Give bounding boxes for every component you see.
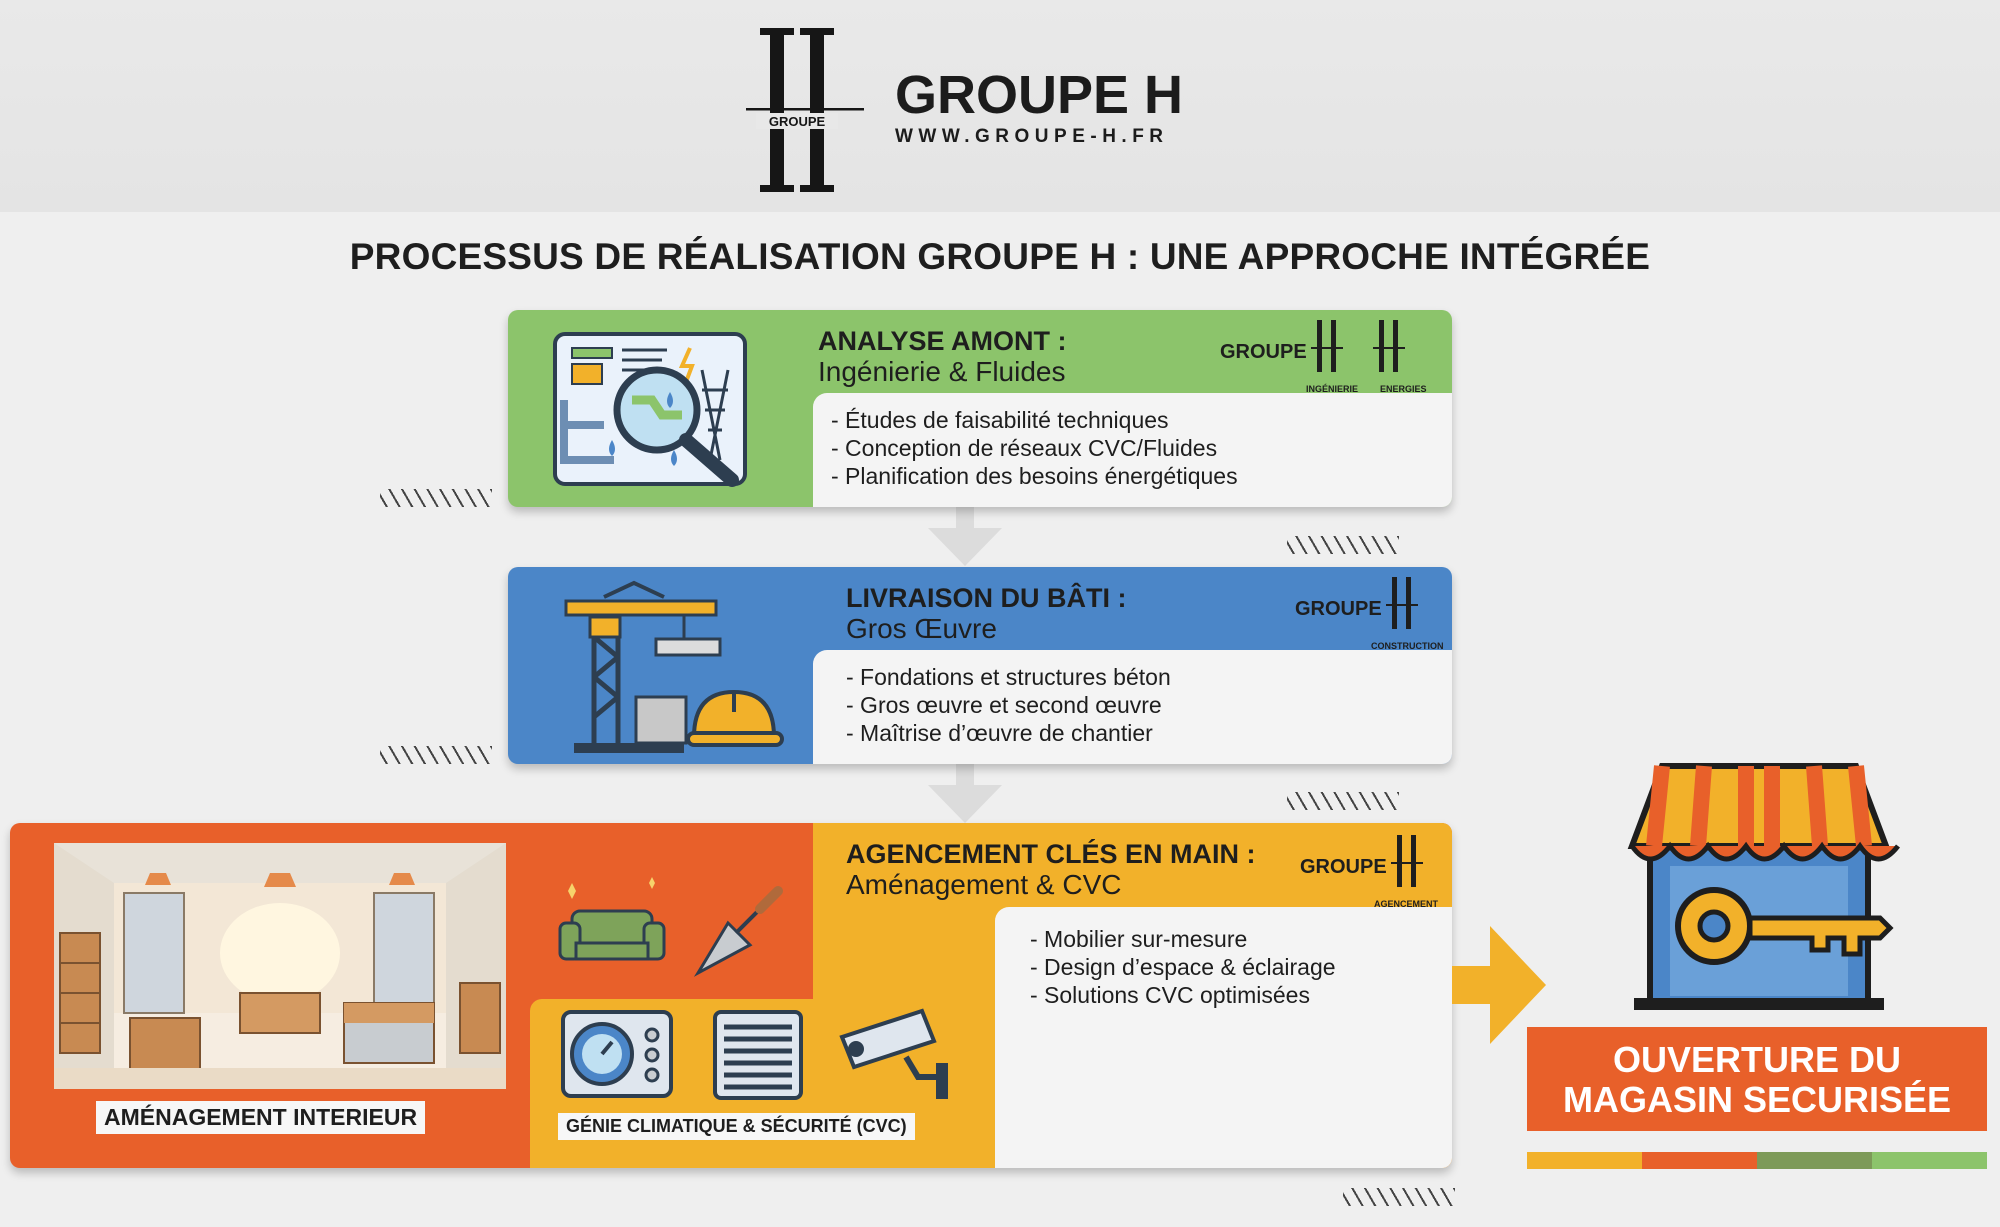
list-item: - Maîtrise d’œuvre de chantier [846, 720, 1153, 746]
list-item: - Études de faisabilité techniques [831, 407, 1169, 433]
brand-url[interactable]: WWW.GROUPE-H.FR [895, 126, 1169, 147]
list-item: - Design d’espace & éclairage [1030, 954, 1336, 980]
step-title: LIVRAISON DU BÂTI : [846, 583, 1127, 613]
groupe-h-ingenierie-logo: GROUPE INGÉNIERIE ENERGIES [1220, 318, 1427, 394]
hatch-decoration [1343, 1188, 1455, 1206]
interior-label: AMÉNAGEMENT INTERIEUR [96, 1101, 426, 1134]
groupe-h-logo-icon: GROUPE [746, 28, 864, 192]
step-bullets: - Études de faisabilité techniques - Con… [831, 406, 1238, 490]
hatch-decoration [380, 746, 492, 764]
groupe-h-agencement-logo: GROUPE AGENCEMENT [1300, 833, 1438, 909]
step-subtitle: Aménagement & CVC [846, 869, 1122, 900]
page-title: PROCESSUS DE RÉALISATION GROUPE H : UNE … [349, 236, 1651, 277]
list-item: - Gros œuvre et second œuvre [846, 692, 1162, 718]
list-item: - Conception de réseaux CVC/Fluides [831, 435, 1218, 461]
right-arrow-icon [1452, 926, 1546, 1044]
step-title: AGENCEMENT CLÉS EN MAIN : [846, 839, 1256, 869]
brand-name: GROUPE H [895, 65, 1184, 125]
groupe-h-logo-icon [1372, 320, 1405, 372]
store-key-icon [1627, 763, 1900, 1010]
step-subtitle: Gros Œuvre [846, 613, 997, 644]
color-segment [1872, 1152, 1987, 1169]
svg-text:GROUPE: GROUPE [769, 114, 826, 129]
hatch-decoration [1287, 536, 1399, 554]
security-camera-icon [839, 1008, 948, 1099]
step-bullets: - Mobilier sur-mesure - Design d’espace … [1030, 925, 1336, 1009]
list-item: - Solutions CVC optimisées [1030, 982, 1310, 1008]
step-bullets: - Fondations et structures béton - Gros … [846, 663, 1171, 747]
step-details-panel [813, 393, 1452, 507]
groupe-h-logo-icon [1310, 320, 1343, 372]
step-livraison-bati: LIVRAISON DU BÂTI : Gros Œuvre GROUPE CO… [508, 567, 1452, 764]
groupe-h-logo-icon [1385, 577, 1418, 629]
color-segment [1527, 1152, 1642, 1169]
color-segment [1642, 1152, 1757, 1169]
blueprint-magnifier-icon [553, 332, 747, 487]
hvac-label: GÉNIE CLIMATIQUE & SÉCURITÉ (CVC) [558, 1113, 915, 1140]
color-segment [1757, 1152, 1872, 1169]
list-item: - Planification des besoins énergétiques [831, 463, 1238, 489]
hatch-decoration [1287, 792, 1399, 810]
thermostat-icon [561, 1010, 673, 1098]
step-analyse-amont: ANALYSE AMONT : Ingénierie & Fluides GRO… [508, 310, 1452, 507]
step-details-panel [813, 650, 1452, 764]
down-arrow-icon [928, 763, 1002, 823]
hatch-decoration [380, 489, 492, 507]
list-item: - Fondations et structures béton [846, 664, 1171, 690]
step-subtitle: Ingénierie & Fluides [818, 356, 1066, 387]
crane-helmet-icon [564, 580, 784, 753]
step-details-panel [995, 907, 1452, 1168]
outcome-label: OUVERTURE DU MAGASIN SECURISÉE [1527, 1027, 1987, 1131]
trowel-icon [693, 886, 783, 977]
outcome-color-bar [1527, 1152, 1987, 1169]
groupe-h-construction-logo: GROUPE CONSTRUCTION [1295, 575, 1444, 651]
down-arrow-icon [928, 506, 1002, 566]
list-item: - Mobilier sur-mesure [1030, 926, 1248, 952]
header-band [0, 0, 2000, 212]
step-agencement: AMÉNAGEMENT INTERIEUR GÉNIE CLIMATIQUE &… [10, 823, 1452, 1168]
air-vent-icon [713, 1010, 803, 1100]
interior-shop-illustration [54, 843, 506, 1089]
step-title: ANALYSE AMONT : [818, 326, 1067, 356]
armchair-icon [558, 877, 666, 961]
groupe-h-logo-icon [1390, 835, 1423, 887]
